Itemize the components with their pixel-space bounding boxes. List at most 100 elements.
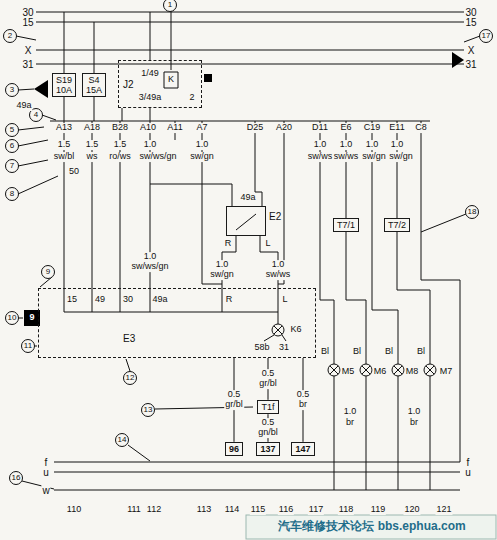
lamp-cross <box>330 366 338 374</box>
wire-label: 2 <box>188 93 195 103</box>
callout-circle <box>142 404 155 417</box>
wire-label: 119 <box>370 505 386 515</box>
wire <box>155 407 253 409</box>
wire <box>202 121 222 284</box>
callout-circle <box>124 372 137 385</box>
wire-label: 49a <box>151 295 168 305</box>
wire <box>278 288 279 324</box>
fuse-box: S415A <box>82 73 106 98</box>
node-text: T1f <box>261 402 274 412</box>
wire-label: 1.5 <box>85 140 100 150</box>
bus-label: f <box>44 457 49 468</box>
wire-label: 1.0 <box>195 140 210 150</box>
pin-name: C8 <box>414 123 428 133</box>
wire <box>64 121 65 312</box>
wire-label: Bl <box>352 347 362 357</box>
wire <box>94 96 95 121</box>
lamp-circle <box>392 364 404 376</box>
lamp-symbol <box>328 364 340 376</box>
callout-number: 16 <box>12 474 21 483</box>
wire <box>175 121 176 140</box>
node-text: S4 <box>86 75 102 85</box>
wire <box>36 64 464 65</box>
node-text: 147 <box>295 444 310 454</box>
node-text: T7/1 <box>337 220 355 230</box>
callout-number: 11 <box>24 342 32 351</box>
wire <box>255 121 262 206</box>
bus-label: 15 <box>464 17 477 28</box>
wire <box>128 445 150 461</box>
wire <box>282 335 286 341</box>
callout-circle <box>480 30 493 43</box>
wire-label: M5 <box>341 367 356 377</box>
bus-label: u <box>42 467 50 478</box>
pin-name: B28 <box>111 123 129 133</box>
callout-number: 10 <box>8 314 17 323</box>
callout-circle <box>6 312 19 325</box>
page-marker-box <box>24 310 40 326</box>
ref-box: 137 <box>256 442 279 456</box>
callout-circle <box>116 434 129 447</box>
connector-box: T7/1 <box>333 218 359 232</box>
wire <box>421 214 466 232</box>
wire-label: 111 <box>126 505 142 515</box>
wire-label: ws <box>86 152 99 162</box>
pin-name: A10 <box>139 123 157 133</box>
pin-name: A7 <box>195 123 208 133</box>
wire-label: 1.5 <box>113 140 128 150</box>
wire <box>18 89 34 90</box>
wire-label: sw/ws <box>307 152 334 162</box>
lamp-symbol <box>272 324 284 336</box>
bus-label: 31 <box>464 59 477 70</box>
callout-circle <box>6 188 19 201</box>
wire-label: 1.0 sw/gn <box>209 260 235 280</box>
wire-label: 1.0 sw/ws <box>265 260 292 280</box>
connector-box: T1f <box>257 400 278 414</box>
wire-label: M8 <box>405 367 420 377</box>
ref-box: 147 <box>291 442 314 456</box>
wire <box>236 214 256 230</box>
node-text: E2 <box>269 211 281 223</box>
callout-number: 18 <box>468 208 477 217</box>
wire-label: 116 <box>278 505 294 515</box>
wire-label: 114 <box>224 505 240 515</box>
callout-circle <box>6 124 19 137</box>
wire-label: R <box>225 295 234 305</box>
pin-name: A20 <box>275 123 293 133</box>
wire-label: 31 <box>278 343 290 353</box>
page-marker: 9 <box>25 312 38 324</box>
wire <box>42 115 56 120</box>
bus-label: f <box>466 457 471 468</box>
lamp-cross <box>362 366 370 374</box>
wire <box>421 121 460 462</box>
wire <box>18 140 48 146</box>
wire-label: 49a <box>239 193 256 203</box>
wire-label: 1/49 <box>140 69 160 79</box>
wire-label: L <box>264 239 271 249</box>
direction-arrow <box>34 80 48 98</box>
wire <box>430 376 431 490</box>
bus-label: w <box>41 485 50 496</box>
pin-name: E11 <box>388 123 405 133</box>
wire <box>150 108 151 121</box>
wire-label: br <box>409 418 419 428</box>
wire <box>278 121 284 284</box>
wire-label: 1.0 <box>365 140 380 150</box>
callout-number: 7 <box>10 162 14 171</box>
pin-name: A11 <box>166 123 183 133</box>
pin-name: A13 <box>55 123 73 133</box>
node-text: E3 <box>123 333 135 345</box>
fuse-box: S1910A <box>52 73 76 98</box>
callout-circle <box>6 160 19 173</box>
wire <box>54 490 460 491</box>
bus-label: 30 <box>464 7 477 18</box>
callout-circle <box>6 140 19 153</box>
watermark: 汽车维修技术论坛 bbs.ephua.com <box>277 520 466 533</box>
callout-circle <box>30 109 43 122</box>
wire-label: 0.5 gr/bl <box>224 390 244 410</box>
lamp-symbol <box>424 364 436 376</box>
bus-label: 31 <box>21 59 34 70</box>
bus-label: X <box>467 45 476 56</box>
wire-label: 1.0 <box>313 140 328 150</box>
